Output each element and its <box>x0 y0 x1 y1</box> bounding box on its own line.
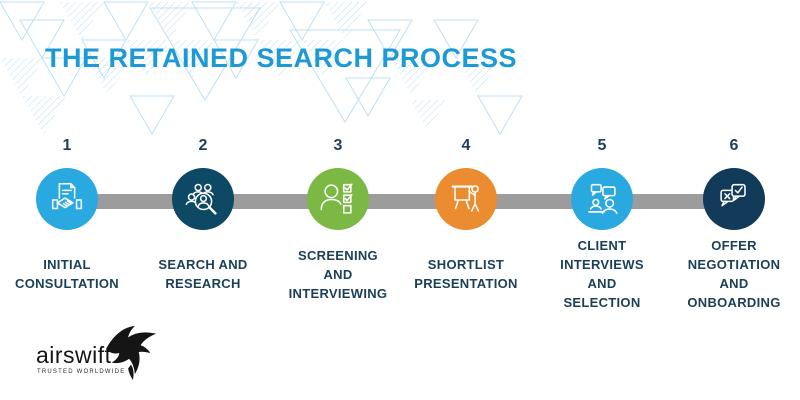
step-circle <box>703 168 765 230</box>
step-1-initial-consultation: 1 INITIAL CONSULTATION <box>0 130 137 314</box>
airswift-logo-tagline: TRUSTED WORLDWIDE <box>37 369 126 375</box>
step-label: SCREENING AND INTERVIEWING <box>288 247 388 301</box>
step-2-search-and-research: 2 SEARCH AND RESEARCH <box>133 130 273 314</box>
airswift-logo: airswift TRUSTED WORLDWIDE <box>36 325 196 392</box>
step-label: CLIENT INTERVIEWS AND SELECTION <box>560 238 644 310</box>
candidate-checklist-icon <box>320 183 353 214</box>
step-5-client-interviews-and-selection: 5 CLIENT INTERVIEWS AND SELECTION <box>532 130 672 314</box>
step-circle <box>36 168 98 230</box>
interview-chat-icon <box>588 183 618 215</box>
step-number: 5 <box>597 137 607 154</box>
step-4-shortlist-presentation: 4 SHORTLIST PRESENTATION <box>396 130 536 314</box>
step-number: 1 <box>62 137 72 154</box>
step-number: 2 <box>198 137 208 154</box>
step-number: 4 <box>461 137 471 154</box>
presentation-board-icon <box>451 185 480 212</box>
handshake-document-icon <box>51 182 83 210</box>
step-3-screening-and-interviewing: 3 SCREENING AND INTERVIEWING <box>268 130 408 314</box>
page-title: THE RETAINED SEARCH PROCESS <box>45 43 518 73</box>
step-label: OFFER NEGOTIATION AND ONBOARDING <box>687 238 781 310</box>
step-label: INITIAL CONSULTATION <box>15 257 119 291</box>
step-circle <box>571 168 633 230</box>
negotiation-bubbles-icon <box>720 183 746 207</box>
step-circle <box>172 168 234 230</box>
step-circle <box>307 168 369 230</box>
step-label: SHORTLIST PRESENTATION <box>414 257 518 291</box>
step-circle <box>435 168 497 230</box>
step-number: 3 <box>333 137 343 154</box>
people-magnifier-icon <box>185 183 217 215</box>
step-6-offer-negotiation-and-onboarding: 6 OFFER NEGOTIATION AND ONBOARDING <box>664 130 800 314</box>
step-label: SEARCH AND RESEARCH <box>158 257 248 291</box>
timeline-bar <box>67 194 735 209</box>
swift-bird-icon <box>105 325 157 381</box>
step-number: 6 <box>729 137 739 154</box>
airswift-logo-wordmark: airswift <box>36 342 112 368</box>
